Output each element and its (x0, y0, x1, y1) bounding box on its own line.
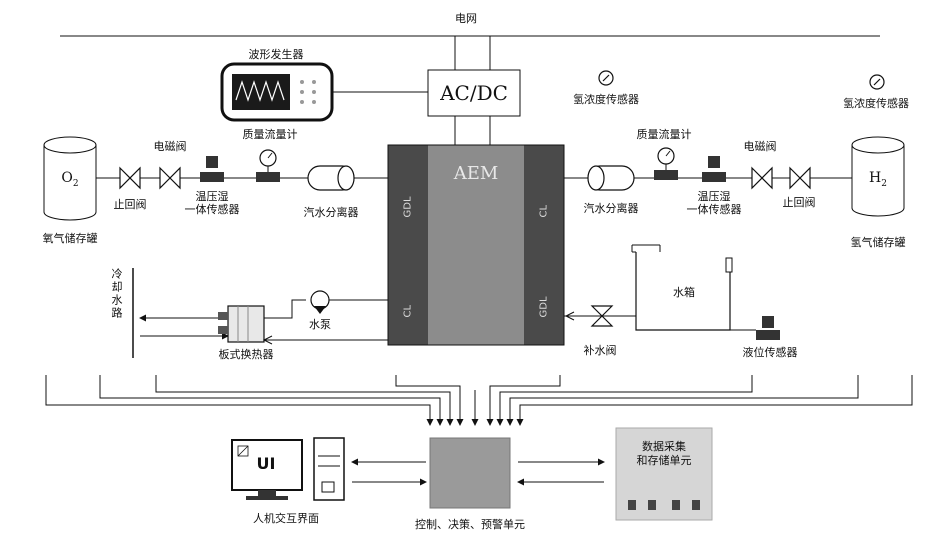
aem-label: AEM (454, 164, 499, 184)
stack-layer-cl-left: CL (403, 274, 414, 318)
heat-exchanger-icon (218, 306, 264, 342)
acdc-label: AC/DC (440, 82, 508, 104)
solenoid-valve-right-label: 电磁阀 (744, 140, 777, 153)
waveform-generator-icon (222, 64, 332, 120)
makeup-valve-label: 补水阀 (584, 344, 617, 357)
hydrogen-sensor-icon-right (870, 75, 884, 89)
temp-humidity-sensor-icon-left (200, 156, 224, 182)
heat-exchanger-label: 板式换热器 (219, 348, 274, 361)
level-sensor-icon (756, 316, 780, 340)
separator-icon-left (308, 166, 354, 190)
hydrogen-sensor-icon-left (599, 71, 613, 85)
mass-flow-meter-right-label: 质量流量计 (637, 128, 692, 141)
control-unit-box (430, 438, 510, 508)
mass-flow-meter-icon-left (256, 150, 280, 182)
o2-tank-label: 氧气储存罐 (43, 232, 98, 245)
cooling-loop-label: 冷却水路 (110, 268, 123, 320)
solenoid-valve-icon-left (160, 168, 180, 188)
temp-humidity-sensor-left-label: 温压湿 一体传感器 (185, 190, 240, 216)
mass-flow-meter-icon-right (654, 148, 678, 180)
h2-symbol: H2 (869, 170, 887, 192)
level-sensor-label: 液位传感器 (743, 346, 798, 359)
separator-icon-right (588, 166, 634, 190)
water-tank-label: 水箱 (673, 286, 695, 299)
pump-icon (311, 291, 329, 314)
check-valve-left-label: 止回阀 (114, 198, 147, 211)
solenoid-valve-left-label: 电磁阀 (154, 140, 187, 153)
data-unit-label: 数据采集 和存储单元 (637, 440, 692, 468)
temp-humidity-sensor-right-label: 温压湿 一体传感器 (687, 190, 742, 216)
check-valve-icon-right (790, 168, 810, 188)
grid-label: 电网 (455, 12, 477, 25)
stack-layer-gdl-left-top: GDL (403, 174, 414, 218)
hmi-screen-text: UI (257, 455, 276, 473)
hydrogen-sensor-left-label: 氢浓度传感器 (573, 93, 639, 106)
stack-layer-gdl-right: GDL (539, 274, 550, 318)
h2-tank-label: 氢气储存罐 (851, 236, 906, 249)
hydrogen-sensor-right-label: 氢浓度传感器 (843, 97, 909, 110)
temp-humidity-sensor-icon-right (702, 156, 726, 182)
waveform-generator-label: 波形发生器 (249, 48, 304, 61)
pump-label: 水泵 (309, 318, 331, 331)
check-valve-right-label: 止回阀 (783, 196, 816, 209)
hmi-label: 人机交互界面 (253, 512, 319, 525)
stack-layer-cl-right: CL (539, 174, 550, 218)
computer-tower-icon (314, 438, 344, 500)
o2-symbol: O2 (61, 170, 78, 192)
separator-right-label: 汽水分离器 (584, 202, 639, 215)
check-valve-icon-left (120, 168, 140, 188)
mass-flow-meter-left-label: 质量流量计 (243, 128, 298, 141)
control-unit-label: 控制、决策、预警单元 (415, 518, 525, 531)
separator-left-label: 汽水分离器 (304, 206, 359, 219)
solenoid-valve-icon-right (752, 168, 772, 188)
